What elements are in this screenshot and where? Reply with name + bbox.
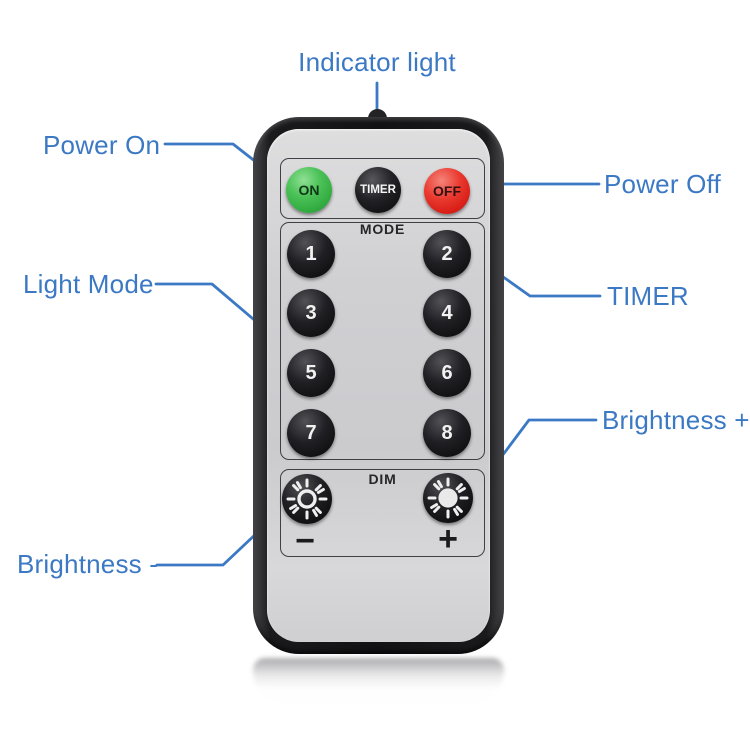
dim-button-panel [280,469,485,557]
sun-hollow-center-icon [286,478,328,520]
dim-plus-sign: + [438,519,458,558]
on-button: ON [286,167,332,213]
off-button: OFF [424,168,470,214]
label-power-off: Power Off [604,169,721,199]
mode-button-7: 7 [287,409,335,457]
dim-section-label: DIM [368,471,397,487]
label-indicator-light: Indicator light [298,47,456,77]
label-power-on: Power On [43,130,161,160]
label-brightness-minus: Brightness - [17,549,159,579]
mode-button-1: 1 [287,230,335,278]
mode-button-5: 5 [287,349,335,397]
mode-button-panel [280,222,485,460]
mode-button-8: 8 [423,409,471,457]
mode-button-2: 2 [423,230,471,278]
timer-button: TIMER [355,167,401,213]
label-brightness-plus: Brightness + [602,405,750,435]
brightness-minus-button [282,474,332,524]
mode-section-label: MODE [359,221,406,237]
label-timer: TIMER [607,281,689,311]
mode-button-3: 3 [287,289,335,337]
remote-reflection [253,658,504,704]
brightness-plus-button [423,473,473,523]
dim-minus-sign: − [295,521,315,560]
mode-button-4: 4 [423,289,471,337]
indicator-light-nub [368,109,387,119]
power-button-panel [280,158,485,219]
sun-filled-center-icon [427,477,469,519]
label-light-mode: Light Mode [23,269,154,299]
mode-button-6: 6 [423,349,471,397]
